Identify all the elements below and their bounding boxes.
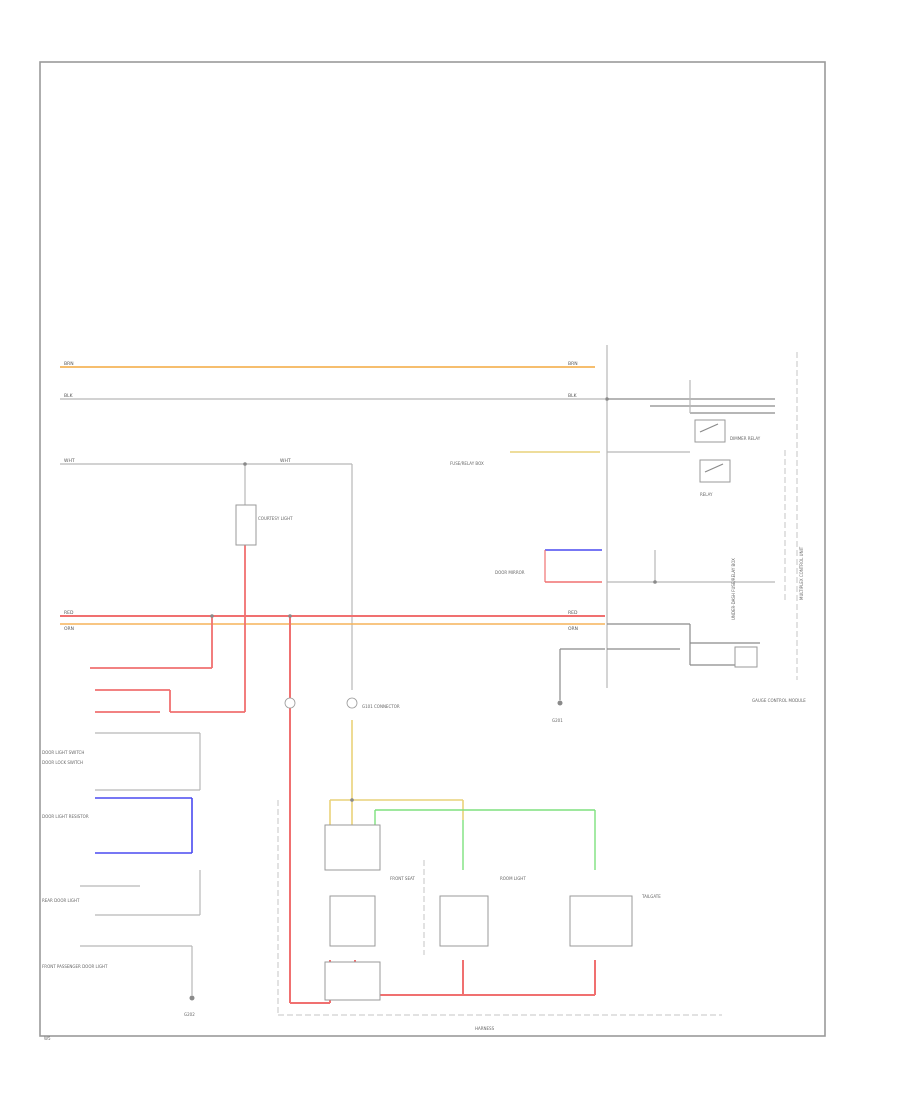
label-wire-2-right: BLK bbox=[568, 393, 578, 399]
label-dimmer: DIMMER RELAY bbox=[730, 436, 761, 441]
label-door-mirror: DOOR MIRROR bbox=[495, 570, 525, 575]
label-mid-2: ROOM LIGHT bbox=[500, 876, 526, 881]
junction-2 bbox=[210, 614, 214, 618]
diagram-frame bbox=[39, 61, 826, 1037]
component-box-3 bbox=[569, 895, 633, 947]
label-jb-mid: FUSE/RELAY BOX bbox=[450, 461, 484, 466]
relay-2-contact bbox=[704, 463, 724, 473]
label-control-unit: GAUGE CONTROL MODULE bbox=[752, 698, 806, 703]
label-wire-top-right: BRN bbox=[568, 361, 578, 367]
label-relay: RELAY bbox=[700, 492, 713, 497]
label-left-4: FRONT PASSENGER DOOR LIGHT bbox=[42, 964, 108, 969]
label-corner: W5 bbox=[44, 1036, 51, 1041]
label-bottom: HARNESS bbox=[475, 1026, 495, 1031]
label-org-right: ORN bbox=[568, 626, 578, 632]
label-side-vertical-2: UNDER-DASH FUSE/RELAY BOX bbox=[731, 558, 736, 620]
relay-box-2 bbox=[699, 459, 731, 483]
ground-node-1 bbox=[557, 700, 563, 706]
label-left-2: DOOR LIGHT RESISTOR bbox=[42, 814, 89, 819]
label-wire-3-left: WHT bbox=[64, 458, 75, 464]
label-courtesy: COURTESY LIGHT bbox=[258, 516, 293, 521]
component-box-2 bbox=[439, 895, 489, 947]
label-red-right: RED bbox=[568, 610, 578, 616]
label-left-1: DOOR LIGHT SWITCH bbox=[42, 750, 84, 755]
label-mid-1: FRONT SEAT bbox=[390, 876, 415, 881]
relay-box-1 bbox=[694, 419, 726, 443]
label-red-left: RED bbox=[64, 610, 74, 616]
label-ground-g202: G202 bbox=[184, 1012, 195, 1017]
connector-circle-2 bbox=[346, 697, 358, 709]
junction-6 bbox=[653, 580, 657, 584]
connector-circle-1 bbox=[284, 697, 296, 709]
label-side-vertical: MULTIPLEX CONTROL UNIT bbox=[799, 546, 804, 600]
label-wire-top-left: BRN bbox=[64, 361, 74, 367]
component-box-1 bbox=[329, 895, 376, 947]
ground-node-2 bbox=[189, 995, 195, 1001]
label-ground-g201: G201 bbox=[552, 718, 563, 723]
relay-box-3 bbox=[734, 646, 758, 668]
label-left-3: REAR DOOR LIGHT bbox=[42, 898, 80, 903]
junction-5 bbox=[605, 397, 609, 401]
junction-3 bbox=[288, 614, 292, 618]
label-wire-2-left: BLK bbox=[64, 393, 74, 399]
connector-block-1 bbox=[324, 824, 381, 871]
label-wire-3-mid: WHT bbox=[280, 458, 291, 464]
junction-4 bbox=[350, 798, 354, 802]
junction-1 bbox=[243, 462, 247, 466]
label-gnd-connector: G101 CONNECTOR bbox=[362, 704, 400, 709]
label-right-1: TAILGATE bbox=[641, 894, 661, 899]
relay-1-contact bbox=[699, 423, 719, 433]
label-door-switch: DOOR LOCK SWITCH bbox=[42, 760, 83, 765]
connector-block-2 bbox=[324, 961, 381, 1001]
courtesy-connector bbox=[235, 504, 257, 546]
label-org-left: ORN bbox=[64, 626, 74, 632]
